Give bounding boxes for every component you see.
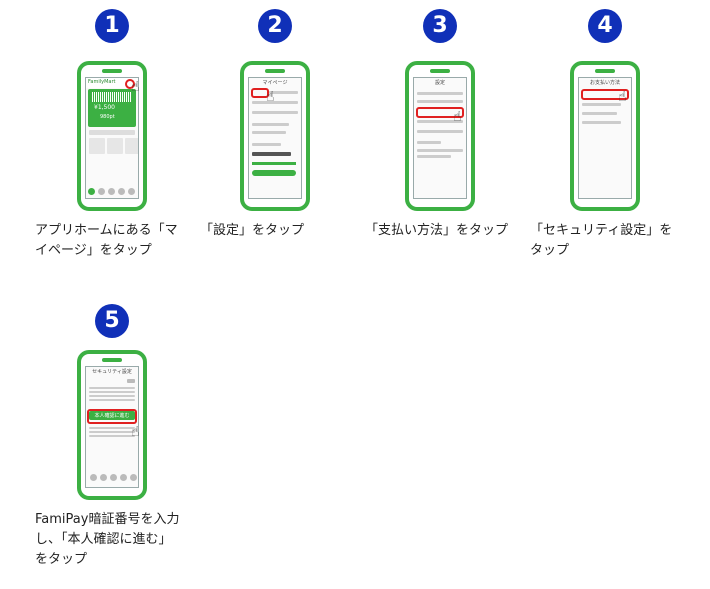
screen-header: セキュリティ設定 [92, 369, 132, 375]
screen-header: お支払い方法 [589, 80, 620, 86]
row [417, 141, 441, 144]
verify-button-label: 本人確認に進む [94, 413, 130, 419]
step-2-number: 2 [258, 9, 292, 43]
step-5-phone: セキュリティ設定 本人確認に進む ☝ [77, 350, 147, 500]
row [269, 91, 298, 94]
step-5-number: 5 [95, 304, 129, 338]
row [582, 112, 617, 115]
phone-screen: お支払い方法 [578, 77, 632, 199]
nav-dot [88, 188, 95, 195]
step-5-caption: FamiPay暗証番号を入力 し、「本人確認に進む」 をタップ [35, 512, 180, 567]
menu-row [89, 130, 135, 135]
content-block [107, 138, 123, 154]
step-3: 3 設定 ☝ 「支払い方法」をタップ [365, 5, 525, 265]
verify-button[interactable] [89, 411, 135, 420]
step-4-phone: お支払い方法 ☝ [570, 61, 640, 211]
row [417, 155, 451, 158]
phone-screen: FamilyMart ¥1,500 980pt [85, 77, 139, 199]
phone-speaker [102, 69, 122, 73]
screen-header: マイページ [262, 80, 288, 86]
hand-pointer-icon: ☝ [618, 89, 627, 105]
security-settings-highlight[interactable] [581, 89, 629, 100]
row [417, 92, 463, 95]
pin-dots [252, 152, 291, 156]
phone-speaker [595, 69, 615, 73]
content-block [89, 138, 105, 154]
barcode [92, 92, 132, 102]
row [252, 123, 289, 126]
toggle [127, 379, 135, 383]
text-line [89, 395, 135, 397]
row [252, 111, 298, 114]
pin-dot [90, 474, 97, 481]
nav-dot [108, 188, 115, 195]
hand-pointer-icon: ☝ [131, 424, 140, 440]
step-2-phone: マイページ ☝ [240, 61, 310, 211]
pin-dot [100, 474, 107, 481]
phone-speaker [430, 69, 450, 73]
text-line [89, 427, 135, 429]
step-1-caption: アプリホームにある「マ イページ」をタップ [35, 223, 178, 258]
content-block [125, 138, 138, 154]
progress-bar [252, 162, 296, 165]
step-3-number: 3 [423, 9, 457, 43]
row [582, 103, 621, 106]
text-line [89, 391, 135, 393]
step-1-phone: FamilyMart ¥1,500 980pt ☝ [77, 61, 147, 211]
verify-highlight [87, 409, 137, 424]
action-button [252, 170, 296, 176]
text-line [89, 387, 135, 389]
app-header [86, 78, 138, 88]
step-4-number: 4 [588, 9, 622, 43]
row [252, 143, 281, 146]
row [417, 100, 463, 103]
step-5: 5 セキュリティ設定 本人確認に進む ☝ FamiPay暗証番号を入力 し、「本… [35, 300, 195, 585]
row [417, 130, 463, 133]
phone-speaker [265, 69, 285, 73]
step-4-caption: 「セキュリティ設定」を タップ [530, 223, 673, 258]
step-4: 4 お支払い方法 ☝ 「セキュリティ設定」を タップ [530, 5, 690, 265]
hand-pointer-icon: ☝ [453, 109, 462, 125]
pin-dot [110, 474, 117, 481]
price-text: ¥1,500 [94, 104, 115, 111]
text-line [89, 431, 135, 433]
step-2-caption: 「設定」をタップ [200, 223, 305, 238]
nav-dot [98, 188, 105, 195]
hand-pointer-icon: ☝ [266, 89, 275, 105]
nav-dot [128, 188, 135, 195]
row [252, 131, 286, 134]
phone-screen: 設定 [413, 77, 467, 199]
mypage-highlight[interactable] [125, 79, 135, 89]
phone-screen: マイページ [248, 77, 302, 199]
row [252, 101, 298, 104]
text-line [89, 435, 135, 437]
pin-dot [130, 474, 137, 481]
step-2: 2 マイページ ☝ 「設定」をタップ [200, 5, 360, 265]
phone-screen: セキュリティ設定 本人確認に進む [85, 366, 139, 488]
row [417, 149, 463, 152]
brand-label: FamilyMart [88, 79, 116, 85]
pin-dot [120, 474, 127, 481]
row [417, 120, 463, 123]
payment-method-highlight[interactable] [416, 107, 464, 118]
phone-speaker [102, 358, 122, 362]
step-1: 1 FamilyMart ¥1,500 980pt ☝ アプリホームにある「マ … [35, 5, 195, 265]
points-text: 980pt [100, 114, 115, 120]
nav-dot [118, 188, 125, 195]
row [582, 121, 621, 124]
hand-pointer-icon: ☝ [131, 79, 140, 95]
step-1-number: 1 [95, 9, 129, 43]
step-3-phone: 設定 ☝ [405, 61, 475, 211]
screen-header: 設定 [434, 80, 445, 86]
text-line [89, 399, 135, 401]
step-3-caption: 「支払い方法」をタップ [365, 223, 509, 238]
settings-highlight[interactable] [251, 88, 269, 98]
